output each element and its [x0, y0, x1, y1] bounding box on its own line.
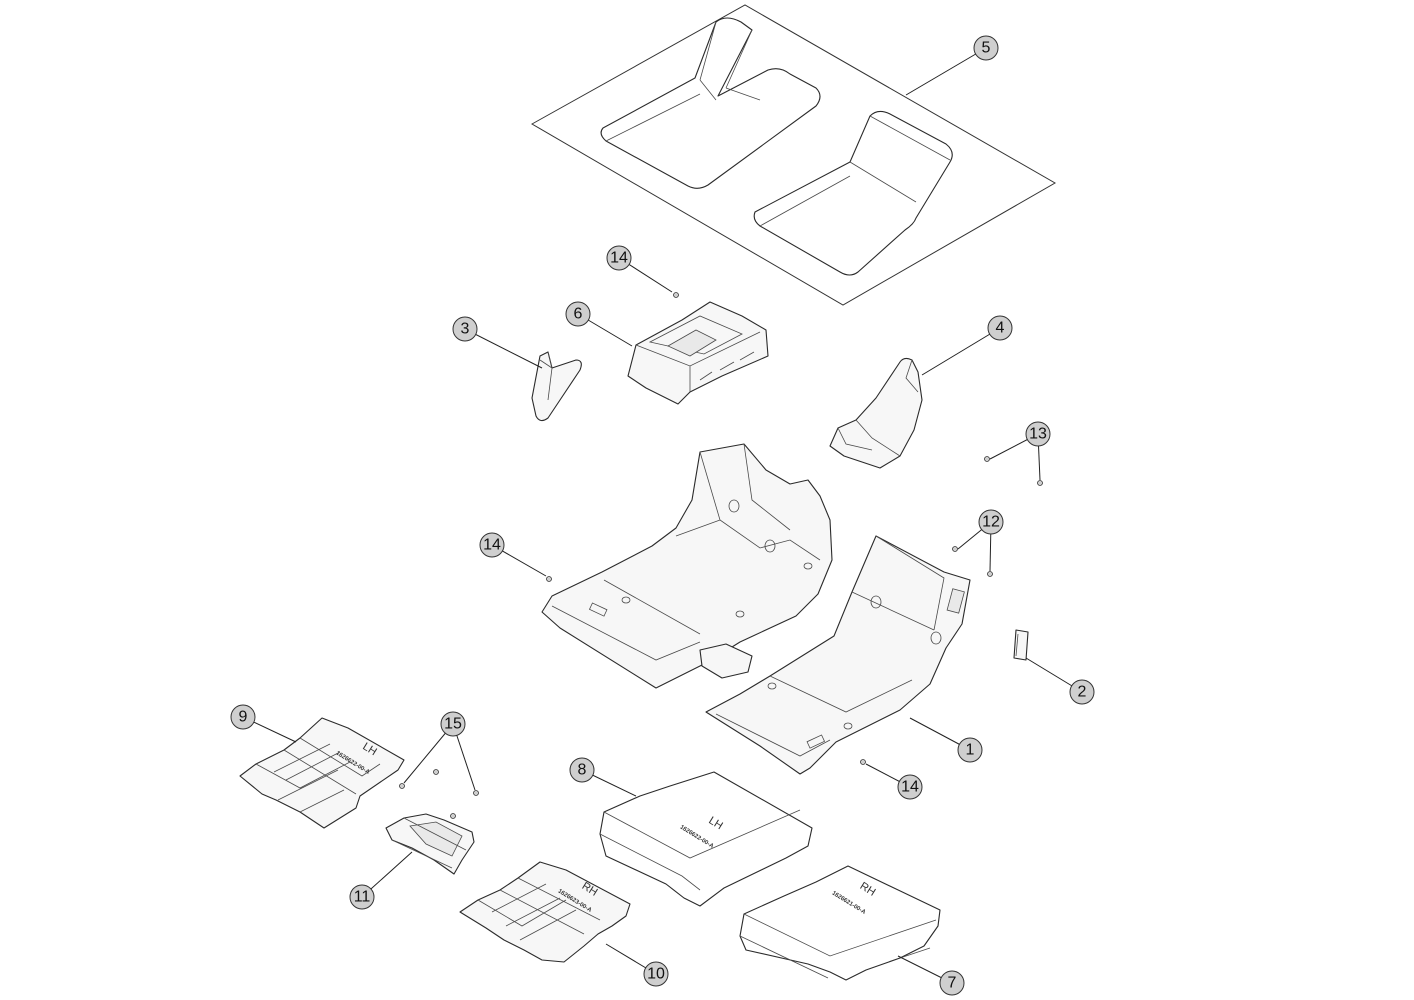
callout-1-text: 1: [966, 742, 975, 759]
part-2-cover-cap: [1013, 629, 1029, 661]
callout-6[interactable]: 6: [565, 301, 591, 327]
callout-14-top-text: 14: [610, 250, 628, 267]
callout-8-text: 8: [578, 762, 587, 779]
part-4-right-trim-panel: [829, 357, 923, 469]
callout-3-text: 3: [461, 321, 470, 338]
part-10-rh-tray: RH 1626623-00-A: [459, 861, 631, 963]
part-8-lh-floor-mat: LH 1626622-00-A: [599, 771, 813, 907]
callout-14-left-text: 14: [483, 537, 501, 554]
part-7-rh-floor-mat: RH 1626621-00-A: [739, 865, 941, 981]
fastener-13-b: [1037, 480, 1043, 486]
callout-3[interactable]: 3: [452, 316, 478, 342]
callout-7[interactable]: 7: [939, 970, 965, 996]
part-5-floor-mat-set: [530, 4, 1057, 306]
fastener-14-bottom: [860, 759, 866, 765]
callout-11[interactable]: 11: [349, 884, 375, 910]
callout-5[interactable]: 5: [973, 35, 999, 61]
part-9-lh-tray: LH 1626622-00-A: [239, 717, 405, 829]
callout-15-text: 15: [444, 716, 462, 733]
fastener-15-d: [450, 813, 456, 819]
callout-4[interactable]: 4: [987, 315, 1013, 341]
part-3-left-trim-panel: [531, 351, 582, 422]
fastener-13-a: [984, 456, 990, 462]
callout-14-top[interactable]: 14: [606, 245, 632, 271]
callout-7-text: 7: [948, 975, 957, 992]
fastener-15-c: [473, 790, 479, 796]
fastener-15-b: [433, 769, 439, 775]
fastener-14-top: [673, 292, 679, 298]
callout-14-bottom[interactable]: 14: [897, 774, 923, 800]
callout-4-text: 4: [996, 320, 1005, 337]
callout-11-text: 11: [354, 889, 371, 906]
callout-14-left[interactable]: 14: [479, 532, 505, 558]
callout-2-text: 2: [1078, 684, 1087, 701]
fastener-12-a: [952, 546, 958, 552]
part-1-main-floor-carpet: [541, 443, 971, 775]
callout-9[interactable]: 9: [230, 704, 256, 730]
fastener-14-left: [546, 576, 552, 582]
callout-10[interactable]: 10: [643, 961, 669, 987]
callout-2[interactable]: 2: [1069, 679, 1095, 705]
callout-14-bottom-text: 14: [901, 779, 919, 796]
callout-13-text: 13: [1029, 426, 1047, 443]
callout-5-text: 5: [982, 40, 991, 57]
callout-12-text: 12: [982, 514, 1000, 531]
callout-1[interactable]: 1: [957, 737, 983, 763]
part-6-center-console-cover: [627, 301, 769, 405]
fastener-12-b: [987, 571, 993, 577]
callout-8[interactable]: 8: [569, 757, 595, 783]
fasteners: [399, 292, 1043, 819]
callout-13[interactable]: 13: [1025, 421, 1051, 447]
callout-10-text: 10: [647, 966, 665, 983]
fastener-15-a: [399, 783, 405, 789]
callout-12[interactable]: 12: [978, 509, 1004, 535]
callout-6-text: 6: [574, 306, 583, 323]
callout-9-text: 9: [239, 709, 248, 726]
part-11-center-tray-bracket: [385, 813, 475, 875]
callout-15[interactable]: 15: [440, 711, 466, 737]
